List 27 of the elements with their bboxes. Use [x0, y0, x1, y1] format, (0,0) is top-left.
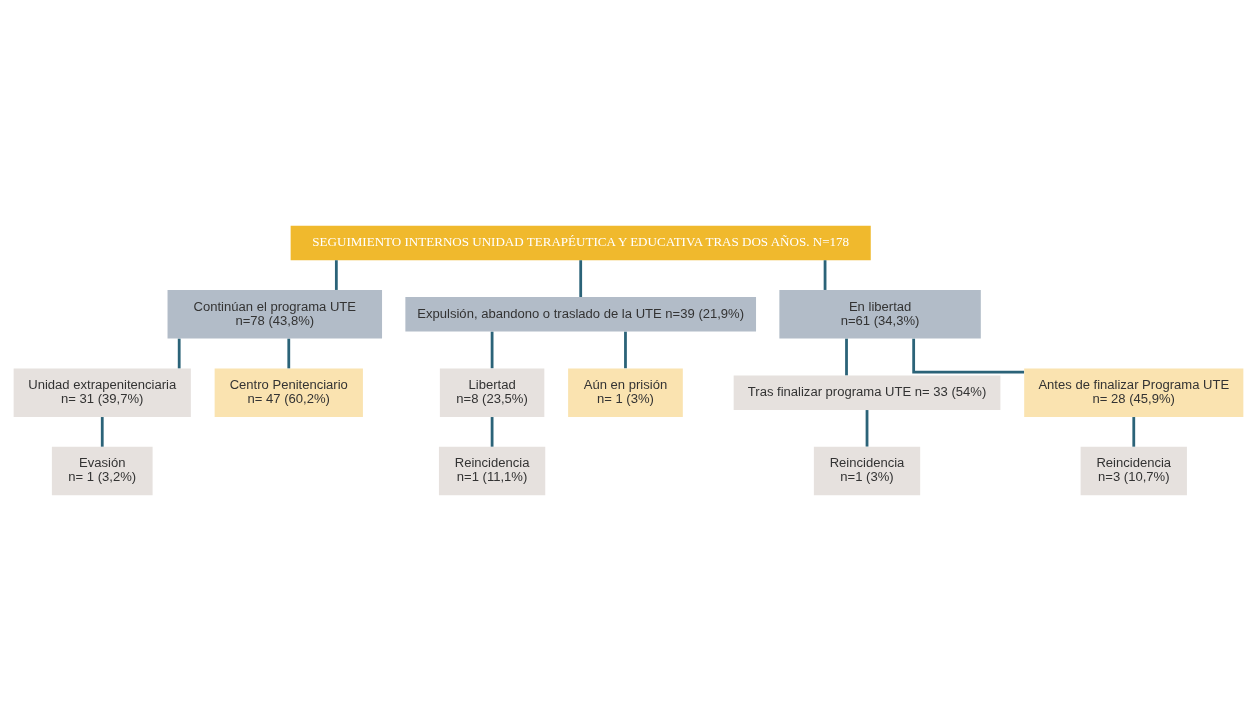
- node-box: Reincidencia n=1 (3%): [813, 446, 921, 495]
- node-box: Antes de finalizar Programa UTE n= 28 (45,9%): [1024, 367, 1244, 417]
- node-box: Expulsión, abandono o traslado de la UTE n=39 (21,9%): [405, 296, 757, 332]
- node-box: Aún en prisión n= 1 (3%): [568, 367, 683, 417]
- node-box: Libertad n=8 (23,5%): [439, 367, 545, 417]
- node-box: Reincidencia n=1 (11,1%): [438, 446, 546, 495]
- node-box: Continúan el programa UTE n=78 (43,8%): [167, 289, 383, 339]
- connector: [490, 331, 494, 368]
- node-box: SEGUIMIENTO INTERNOS UNIDAD TERAPÉUTICA Y EDUCATIVA TRAS DOS AÑOS. N=178: [290, 225, 871, 260]
- node-box: Centro Penitenciario n= 47 (60,2%): [214, 367, 363, 417]
- connector: [490, 416, 494, 447]
- connector: [845, 338, 848, 375]
- node-box: Tras finalizar programa UTE n= 33 (54%): [733, 374, 1001, 410]
- node-box: Reincidencia n=3 (10,7%): [1080, 446, 1187, 495]
- connector: [177, 338, 181, 368]
- connector: [823, 259, 827, 290]
- node-box: En libertad n=61 (34,3%): [779, 289, 981, 339]
- node-box: Evasión n= 1 (3,2%): [51, 446, 153, 495]
- connector: [624, 331, 627, 368]
- connector: [912, 338, 1025, 374]
- connector: [287, 338, 291, 368]
- connector: [579, 259, 583, 297]
- node-box: Unidad extrapenitenciaria n= 31 (39,7%): [13, 367, 191, 417]
- connector: [1132, 416, 1136, 447]
- connector: [865, 409, 869, 447]
- connector: [334, 259, 338, 290]
- connector: [100, 416, 104, 447]
